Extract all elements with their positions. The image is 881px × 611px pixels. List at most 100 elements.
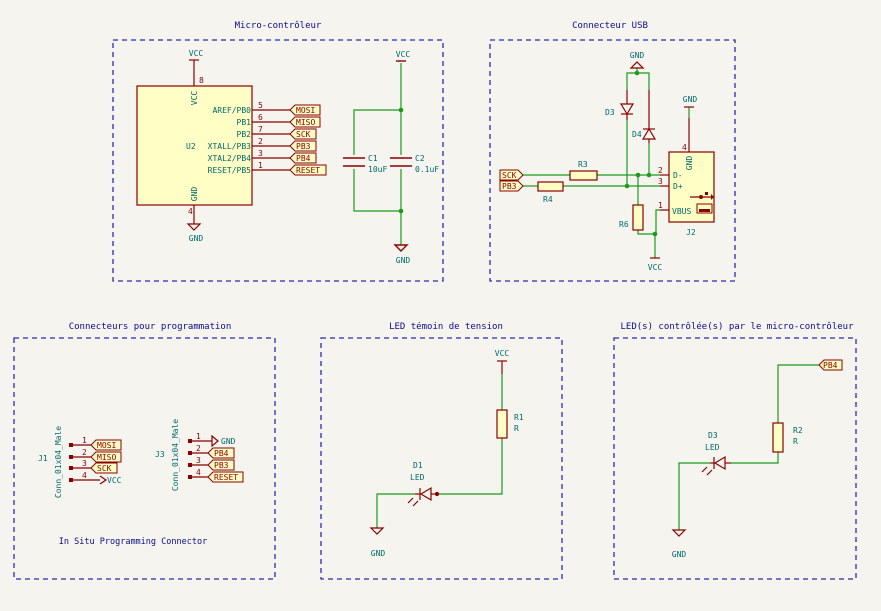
vcc-label: VCC <box>189 49 204 58</box>
r1-ref: R1 <box>514 413 524 422</box>
u2-vcc-pin-name: VCC <box>190 91 199 106</box>
u2-pin-number: 1 <box>258 161 263 170</box>
u2-pin-number: 3 <box>258 149 263 158</box>
j3-ref: J3 <box>155 450 165 459</box>
vcc-label: VCC <box>495 349 510 358</box>
frame-led-power <box>320 337 563 580</box>
u2-gnd-pin-name: GND <box>190 187 199 202</box>
r3-resistor[interactable] <box>569 170 598 181</box>
net-label-pb4: PB4 <box>823 361 838 370</box>
j3-connector[interactable]: 1 2 3 4 <box>188 432 212 479</box>
j3-pin-number: 2 <box>196 444 201 453</box>
j1-connector[interactable]: 1 2 3 4 <box>69 436 100 482</box>
d1-led-symbol[interactable] <box>407 486 437 507</box>
j2-pin-number: 4 <box>682 143 687 152</box>
u2-pin-vcc-number: 8 <box>199 76 204 85</box>
j2-pin-number: 2 <box>658 166 663 175</box>
r2-resistor[interactable] <box>772 422 784 453</box>
d4-diode-symbol[interactable] <box>641 127 657 140</box>
u2-ref: U2 <box>186 142 196 151</box>
net-label-miso: MISO <box>296 118 315 127</box>
r6-ref: R6 <box>619 220 629 229</box>
j2-pin-name: VBUS <box>672 207 691 216</box>
u2-pin-name: PB1 <box>237 118 252 127</box>
net-label-sck: SCK <box>502 171 517 180</box>
c2-ref: C2 <box>415 154 425 163</box>
r2-value: R <box>793 437 798 446</box>
gnd-label: GND <box>371 549 386 558</box>
net-label-reset: RESET <box>296 166 320 175</box>
j1-value: Conn_01x04_Male <box>54 426 63 498</box>
c2-value: 0.1uF <box>415 165 439 174</box>
c1-ref: C1 <box>368 154 378 163</box>
j3-pin-number: 3 <box>196 456 201 465</box>
j3-pin-number: 4 <box>196 468 201 477</box>
block-title-usb: Connecteur USB <box>572 21 648 31</box>
j2-pin-number: 1 <box>658 201 663 210</box>
d1-ref: D1 <box>413 461 423 470</box>
net-label-sck: SCK <box>296 130 311 139</box>
u2-pin-number: 5 <box>258 101 263 110</box>
block-title-mcu: Micro-contrôleur <box>235 20 322 31</box>
d3-diode-symbol[interactable] <box>619 103 635 116</box>
d1-value: LED <box>410 473 425 482</box>
net-label-miso: MISO <box>97 453 116 462</box>
r4-ref: R4 <box>543 195 553 204</box>
u2-pin-number: 2 <box>258 137 263 146</box>
u2-pin-name: RESET/PB5 <box>208 166 252 175</box>
j1-ref: J1 <box>38 454 48 463</box>
gnd-label: GND <box>672 550 687 559</box>
net-label-pb4: PB4 <box>296 154 311 163</box>
gnd-label: GND <box>221 437 236 446</box>
j2-pin-name: GND <box>685 156 694 171</box>
net-label-mosi: MOSI <box>97 441 116 450</box>
r3-ref: R3 <box>578 160 588 169</box>
net-label-pb4: PB4 <box>214 449 229 458</box>
vcc-label: VCC <box>107 476 122 485</box>
j1-pin-number: 3 <box>82 459 87 468</box>
d3-ref: D3 <box>605 108 615 117</box>
r1-value: R <box>514 424 519 433</box>
block-title-led-power: LED témoin de tension <box>389 321 503 332</box>
isp-note: In Situ Programming Connector <box>59 537 207 547</box>
gnd-label: GND <box>630 51 645 60</box>
gnd-label: GND <box>189 234 204 243</box>
net-label-pb3: PB3 <box>214 461 229 470</box>
frame-prog <box>13 337 276 580</box>
j3-pin-number: 1 <box>196 432 201 441</box>
j1-pin-number: 1 <box>82 436 87 445</box>
gnd-label: GND <box>683 95 698 104</box>
j2-ref: J2 <box>686 228 696 237</box>
net-label-sck: SCK <box>97 464 112 473</box>
u2-pin-name: XTAL2/PB4 <box>208 154 252 163</box>
r4-resistor[interactable] <box>537 181 564 192</box>
net-label-reset: RESET <box>214 473 238 482</box>
u2-symbol[interactable]: 8 4 VCC GND U2 AREF/PB0 PB1 PB2 XTALL/PB… <box>136 72 290 222</box>
j1-pin-number: 4 <box>82 471 87 480</box>
j2-pin-number: 3 <box>658 177 663 186</box>
j1-pin-number: 2 <box>82 448 87 457</box>
j2-pin-name: D+ <box>673 182 683 191</box>
u2-pin-gnd-number: 4 <box>188 207 193 216</box>
d3-ref: D3 <box>708 431 718 440</box>
u2-pin-number: 7 <box>258 125 263 134</box>
frame-led-mcu <box>613 337 857 580</box>
frame-mcu <box>112 39 444 282</box>
net-label-pb3: PB3 <box>502 182 517 191</box>
d3-led-symbol[interactable] <box>701 455 731 476</box>
r1-resistor[interactable] <box>496 409 508 439</box>
c1-value: 10uF <box>368 165 387 174</box>
gnd-label: GND <box>396 256 411 265</box>
u2-pin-name: XTALL/PB3 <box>208 142 252 151</box>
d3-value: LED <box>705 443 720 452</box>
r6-resistor[interactable] <box>632 204 644 231</box>
block-title-led-mcu: LED(s) contrôlée(s) par le micro-contrôl… <box>621 321 855 332</box>
u2-pin-number: 6 <box>258 113 263 122</box>
net-label-pb3: PB3 <box>296 142 311 151</box>
d4-ref: D4 <box>632 130 642 139</box>
j2-usb-connector[interactable]: D- D+ VBUS GND 2 3 1 4 <box>658 118 715 223</box>
u2-pin-name: AREF/PB0 <box>212 106 251 115</box>
r2-ref: R2 <box>793 426 803 435</box>
j2-pin-name: D- <box>673 171 683 180</box>
